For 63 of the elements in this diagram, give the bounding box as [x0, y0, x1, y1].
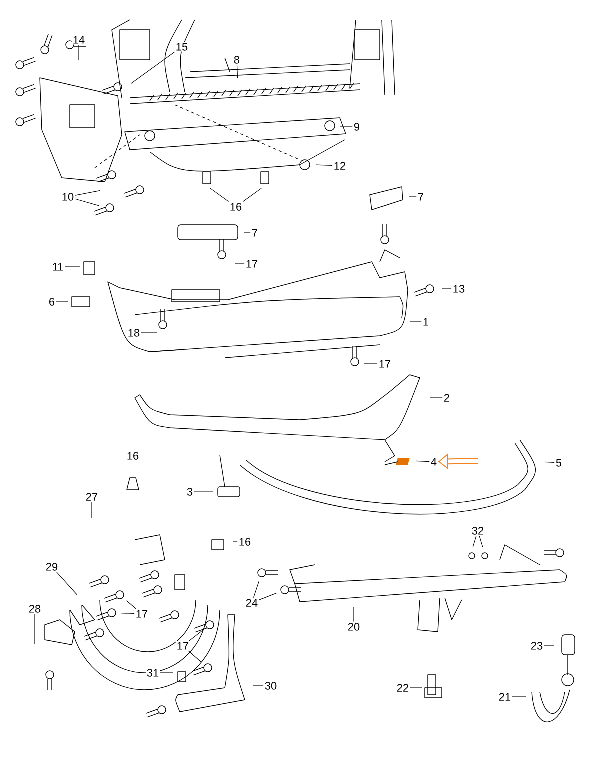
- leader-line: [442, 288, 452, 290]
- callout-number: 28: [28, 604, 42, 614]
- callout-number: 17: [176, 641, 190, 651]
- callout-number: 24: [244, 598, 260, 608]
- leader-line: [34, 614, 36, 644]
- leader-line: [75, 198, 100, 206]
- callout-number: 7: [416, 192, 426, 202]
- callout-number: 27: [84, 492, 100, 502]
- callout-number: 12: [332, 161, 348, 171]
- callout-number: 7: [250, 228, 260, 238]
- leader-line: [189, 630, 204, 642]
- leader-line: [242, 188, 262, 202]
- leader-line: [78, 44, 80, 60]
- callout-number: 17: [378, 359, 392, 369]
- leader-line: [416, 460, 430, 462]
- callout-number: 32: [470, 526, 486, 536]
- callout-number: 5: [554, 458, 564, 468]
- callout-number: 13: [452, 284, 466, 294]
- leader-line: [479, 536, 484, 548]
- callout-number: 22: [396, 683, 410, 693]
- leader-line: [210, 188, 230, 202]
- leader-line: [259, 593, 277, 600]
- callout-number: 31: [146, 668, 160, 678]
- callout-number: 9: [352, 122, 362, 132]
- callout-number: 29: [44, 562, 60, 572]
- leader-line: [160, 672, 174, 674]
- leader-line: [126, 600, 136, 610]
- leader-line: [188, 650, 202, 662]
- leader-line: [340, 126, 353, 128]
- leader-line: [64, 266, 80, 268]
- leader-line: [316, 164, 333, 166]
- callout-number: 21: [498, 692, 512, 702]
- leader-line: [236, 64, 238, 78]
- callout-number: 14: [72, 35, 86, 45]
- callout-number: 20: [346, 622, 362, 632]
- leader-line: [544, 462, 555, 464]
- callout-number: 17: [134, 609, 150, 619]
- callout-number: 16: [228, 202, 244, 212]
- callout-number: 16: [126, 451, 140, 461]
- leader-line: [253, 581, 260, 598]
- leader-line: [244, 232, 251, 234]
- callout-number: 6: [48, 297, 56, 307]
- leader-line: [56, 572, 78, 596]
- callout-number: 2: [442, 393, 452, 403]
- callout-number: 1: [422, 317, 430, 327]
- callout-number: 8: [232, 55, 242, 65]
- callout-number: 23: [530, 641, 544, 651]
- callout-number: 4: [430, 457, 438, 467]
- callout-number: 3: [186, 487, 194, 497]
- leader-line: [408, 196, 417, 198]
- leader-line: [120, 613, 135, 614]
- callout-number: 16: [238, 537, 252, 547]
- leader-line: [472, 536, 477, 548]
- leader-line: [141, 332, 158, 334]
- callout-number: 17: [244, 259, 260, 269]
- leader-line: [75, 190, 100, 196]
- callout-number: 11: [51, 262, 65, 272]
- callout-number: 10: [60, 192, 76, 202]
- callout-number: 30: [264, 681, 278, 691]
- leader-line: [512, 696, 526, 698]
- leader-line: [130, 52, 176, 84]
- callout-number: 18: [126, 328, 142, 338]
- callout-number: 15: [174, 42, 190, 52]
